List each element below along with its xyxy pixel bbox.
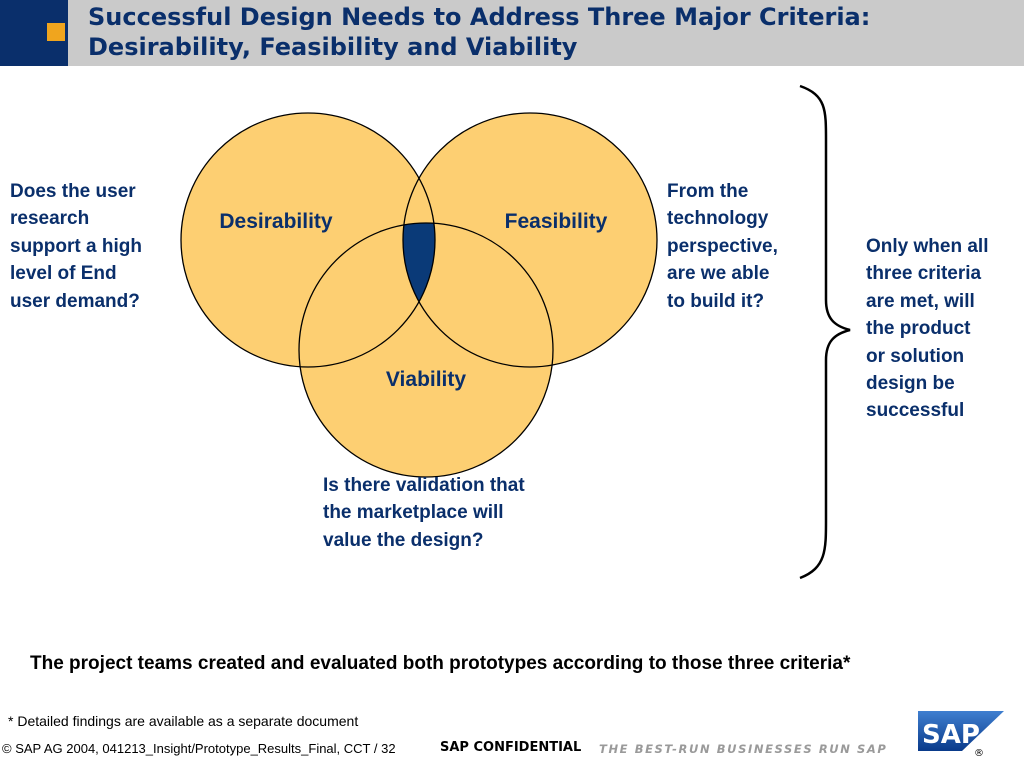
registered-mark: ® <box>974 748 984 759</box>
viability-question: Is there validation that the marketplace… <box>323 472 525 554</box>
desirability-question-line: support a high <box>10 235 142 257</box>
feasibility-question-line: to build it? <box>667 290 765 312</box>
desirability-question-line: Does the user <box>10 181 136 202</box>
slide-title-line-2: Desirability, Feasibility and Viability <box>88 33 578 61</box>
viability-circle-fill <box>299 223 553 477</box>
title-bar <box>0 0 1024 66</box>
summary-statement: The project teams created and evaluated … <box>30 653 851 674</box>
conclusion-line: or solution <box>866 345 965 367</box>
circle-outlines <box>180 112 658 478</box>
feasibility-label: Feasibility <box>505 210 608 233</box>
viability-circle-outline <box>298 222 554 478</box>
circle-fills <box>181 113 657 477</box>
viability-label: Viability <box>386 368 466 391</box>
desirability-circle-outline <box>180 112 436 368</box>
desirability-label: Desirability <box>219 210 333 233</box>
conclusion-line: Only when all <box>866 236 989 257</box>
conclusion-line: successful <box>866 400 965 422</box>
desirability-question: Does the user research support a high le… <box>10 178 142 315</box>
feasibility-question-line: are we able <box>667 263 770 285</box>
sap-logo: SAP ® <box>918 711 1004 759</box>
conclusion-line: design be <box>866 373 955 395</box>
desirability-question-line: level of End <box>10 263 117 285</box>
slogan-text: THE BEST-RUN BUSINESSES RUN SAP <box>599 742 888 756</box>
right-curly-brace <box>799 84 851 580</box>
title-accent-square <box>47 23 65 41</box>
conclusion-line: are met, will <box>866 290 975 312</box>
confidential-label: SAP CONFIDENTIAL <box>440 740 582 755</box>
viability-question-line: the marketplace will <box>323 502 504 524</box>
conclusion-line: the product <box>866 318 971 340</box>
sap-logo-shape <box>918 711 1004 751</box>
feasibility-question-line: perspective, <box>667 235 778 257</box>
feasibility-question-line: technology <box>667 208 769 230</box>
desirability-question-line: research <box>10 208 90 230</box>
slide-title: Successful Design Needs to Address Three… <box>88 2 1018 62</box>
slide-title-line-1: Successful Design Needs to Address Three… <box>88 3 871 31</box>
conclusion-text: Only when all three criteria are met, wi… <box>866 233 988 425</box>
conclusion-line: three criteria <box>866 263 982 285</box>
feasibility-question-line: From the <box>667 181 749 202</box>
slide-footer: © SAP AG 2004, 041213_Insight/Prototype_… <box>0 740 1024 763</box>
viability-question-line: value the design? <box>323 529 484 551</box>
feasibility-question: From the technology perspective, are we … <box>667 178 778 315</box>
footnote: * Detailed findings are available as a s… <box>8 713 359 729</box>
viability-question-line: Is there validation that <box>323 475 525 496</box>
desirability-question-line: user demand? <box>10 290 140 312</box>
copyright-text: © SAP AG 2004, 041213_Insight/Prototype_… <box>2 741 396 756</box>
sap-logo-text: SAP <box>922 720 980 750</box>
feasibility-circle-outline <box>402 112 658 368</box>
